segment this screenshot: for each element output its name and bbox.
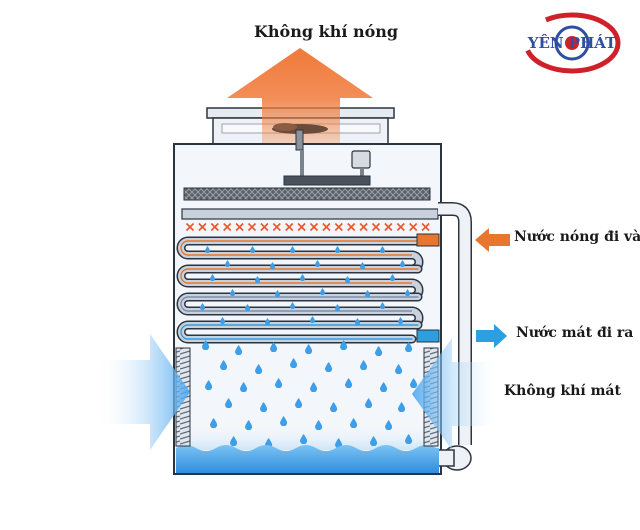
cool-air-label: Không khí mát <box>504 383 621 399</box>
spray-x-mark <box>235 222 244 232</box>
spray-x-mark <box>309 222 319 232</box>
logo-text: YÊN PHÁT <box>527 34 617 52</box>
spray-x-mark <box>347 222 356 232</box>
spray-x-mark <box>334 222 343 232</box>
spray-nozzles <box>185 222 430 232</box>
heat-exchange-coil <box>176 236 424 344</box>
cool-water-outlet <box>416 329 440 343</box>
spray-x-mark <box>223 222 232 232</box>
cool-air-arrow-right <box>412 338 500 450</box>
hot-air-label: Không khí nóng <box>254 22 399 41</box>
spray-x-mark <box>247 222 257 232</box>
spray-x-mark <box>396 222 405 232</box>
yen-phat-logo: YÊN PHÁT <box>522 10 622 76</box>
recirculation-pipe <box>437 202 472 471</box>
spray-x-mark <box>198 222 207 232</box>
spray-x-mark <box>260 222 269 232</box>
hot-water-in-label: Nước nóng đi vào <box>514 229 640 245</box>
cool-water-out-label: Nước mát đi ra <box>516 325 634 341</box>
fan-icon <box>272 123 328 176</box>
spray-x-mark <box>409 222 418 232</box>
spray-x-mark <box>322 222 331 232</box>
spray-x-mark <box>421 222 430 232</box>
spray-x-mark <box>272 222 281 232</box>
spray-x-mark <box>384 222 393 232</box>
spray-header <box>181 208 439 220</box>
cool-air-arrow-left <box>96 334 190 450</box>
cool-water-out-arrow <box>476 324 507 348</box>
spray-x-mark <box>371 222 381 232</box>
spray-x-mark <box>210 222 219 232</box>
spray-x-mark <box>297 222 306 232</box>
spray-x-mark <box>185 222 195 232</box>
hot-water-in-arrow <box>475 228 510 252</box>
hot-air-arrow <box>227 48 373 150</box>
motor-icon <box>283 150 371 186</box>
hot-water-inlet <box>416 233 440 247</box>
water-basin <box>176 445 439 473</box>
drift-eliminator <box>183 187 431 201</box>
spray-x-mark <box>359 222 368 232</box>
spray-x-mark <box>285 222 294 232</box>
